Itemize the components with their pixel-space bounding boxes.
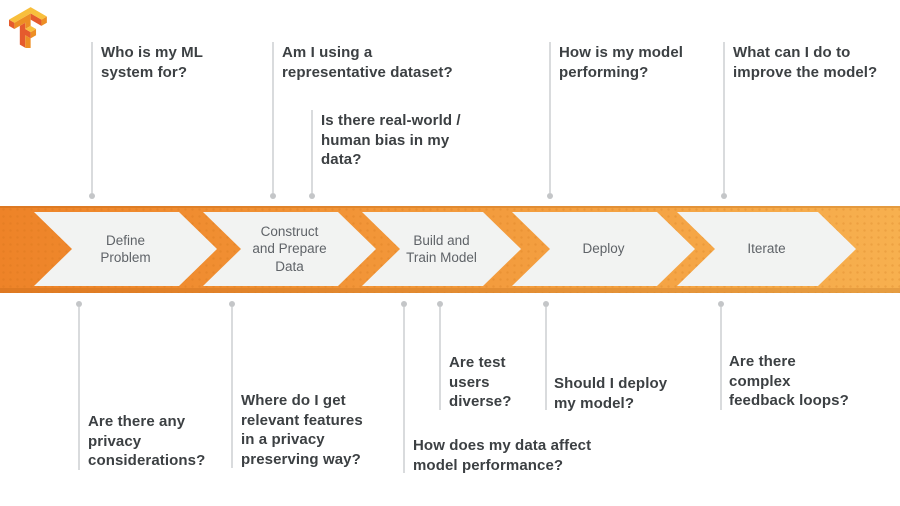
stage-build-train-model: Build and Train Model (362, 212, 521, 286)
question-representative-dataset: Am I using a representative dataset? (282, 44, 453, 81)
connector-line-ml-system (91, 42, 93, 193)
question-data-affect-performance: How does my data affect model performanc… (413, 437, 592, 474)
connector-dot-improve-model (721, 193, 727, 199)
stage-define-problem: Define Problem (34, 212, 217, 286)
stage-label: Build and Train Model (406, 232, 477, 265)
connector-line-test-users-diverse (439, 307, 441, 410)
connector-dot-model-performing (547, 193, 553, 199)
stage-deploy: Deploy (512, 212, 695, 286)
connector-line-relevant-features (231, 307, 233, 468)
question-real-world-human-bias: Is there real-world / human bias in my d… (321, 112, 461, 168)
stage-iterate: Iterate (677, 212, 856, 286)
question-should-i-deploy: Should I deploy my model? (554, 375, 668, 412)
stage-label: Iterate (747, 241, 786, 257)
pipeline-band: Define Problem Construct and Prepare Dat… (0, 206, 900, 293)
question-improve-the-model: What can I do to improve the model? (733, 44, 878, 81)
stage-label: Deploy (582, 241, 625, 257)
question-relevant-features-privacy: Where do I get relevant features in a pr… (241, 392, 363, 468)
stage-label: Construct and Prepare Data (252, 223, 327, 274)
tensorflow-logo-icon (9, 7, 47, 48)
question-complex-feedback-loops: Are there complex feedback loops? (729, 353, 849, 409)
question-privacy-considerations: Are there any privacy considerations? (88, 413, 206, 469)
connector-dot-should-deploy (543, 301, 549, 307)
connector-dot-relevant-features (229, 301, 235, 307)
connector-dot-privacy-considerations (76, 301, 82, 307)
question-how-is-model-performing: How is my model performing? (559, 44, 684, 81)
connector-line-privacy-considerations (78, 307, 80, 470)
connector-dot-ml-system (89, 193, 95, 199)
connector-line-data-affect-performance (403, 307, 405, 473)
connector-dot-data-affect-performance (401, 301, 407, 307)
connector-dot-representative-dataset (270, 193, 276, 199)
connector-line-improve-model (723, 42, 725, 193)
stage-construct-prepare-data: Construct and Prepare Data (203, 212, 376, 286)
connector-dot-human-bias (309, 193, 315, 199)
question-test-users-diverse: Are test users diverse? (449, 354, 512, 410)
question-who-is-my-ml-system-for: Who is my ML system for? (101, 44, 204, 81)
connector-line-feedback-loops (720, 307, 722, 410)
connector-line-should-deploy (545, 307, 547, 410)
stage-label: Define Problem (100, 232, 151, 265)
connector-line-representative-dataset (272, 42, 274, 193)
connector-dot-feedback-loops (718, 301, 724, 307)
connector-dot-test-users-diverse (437, 301, 443, 307)
connector-line-model-performing (549, 42, 551, 193)
connector-line-human-bias (311, 110, 313, 193)
